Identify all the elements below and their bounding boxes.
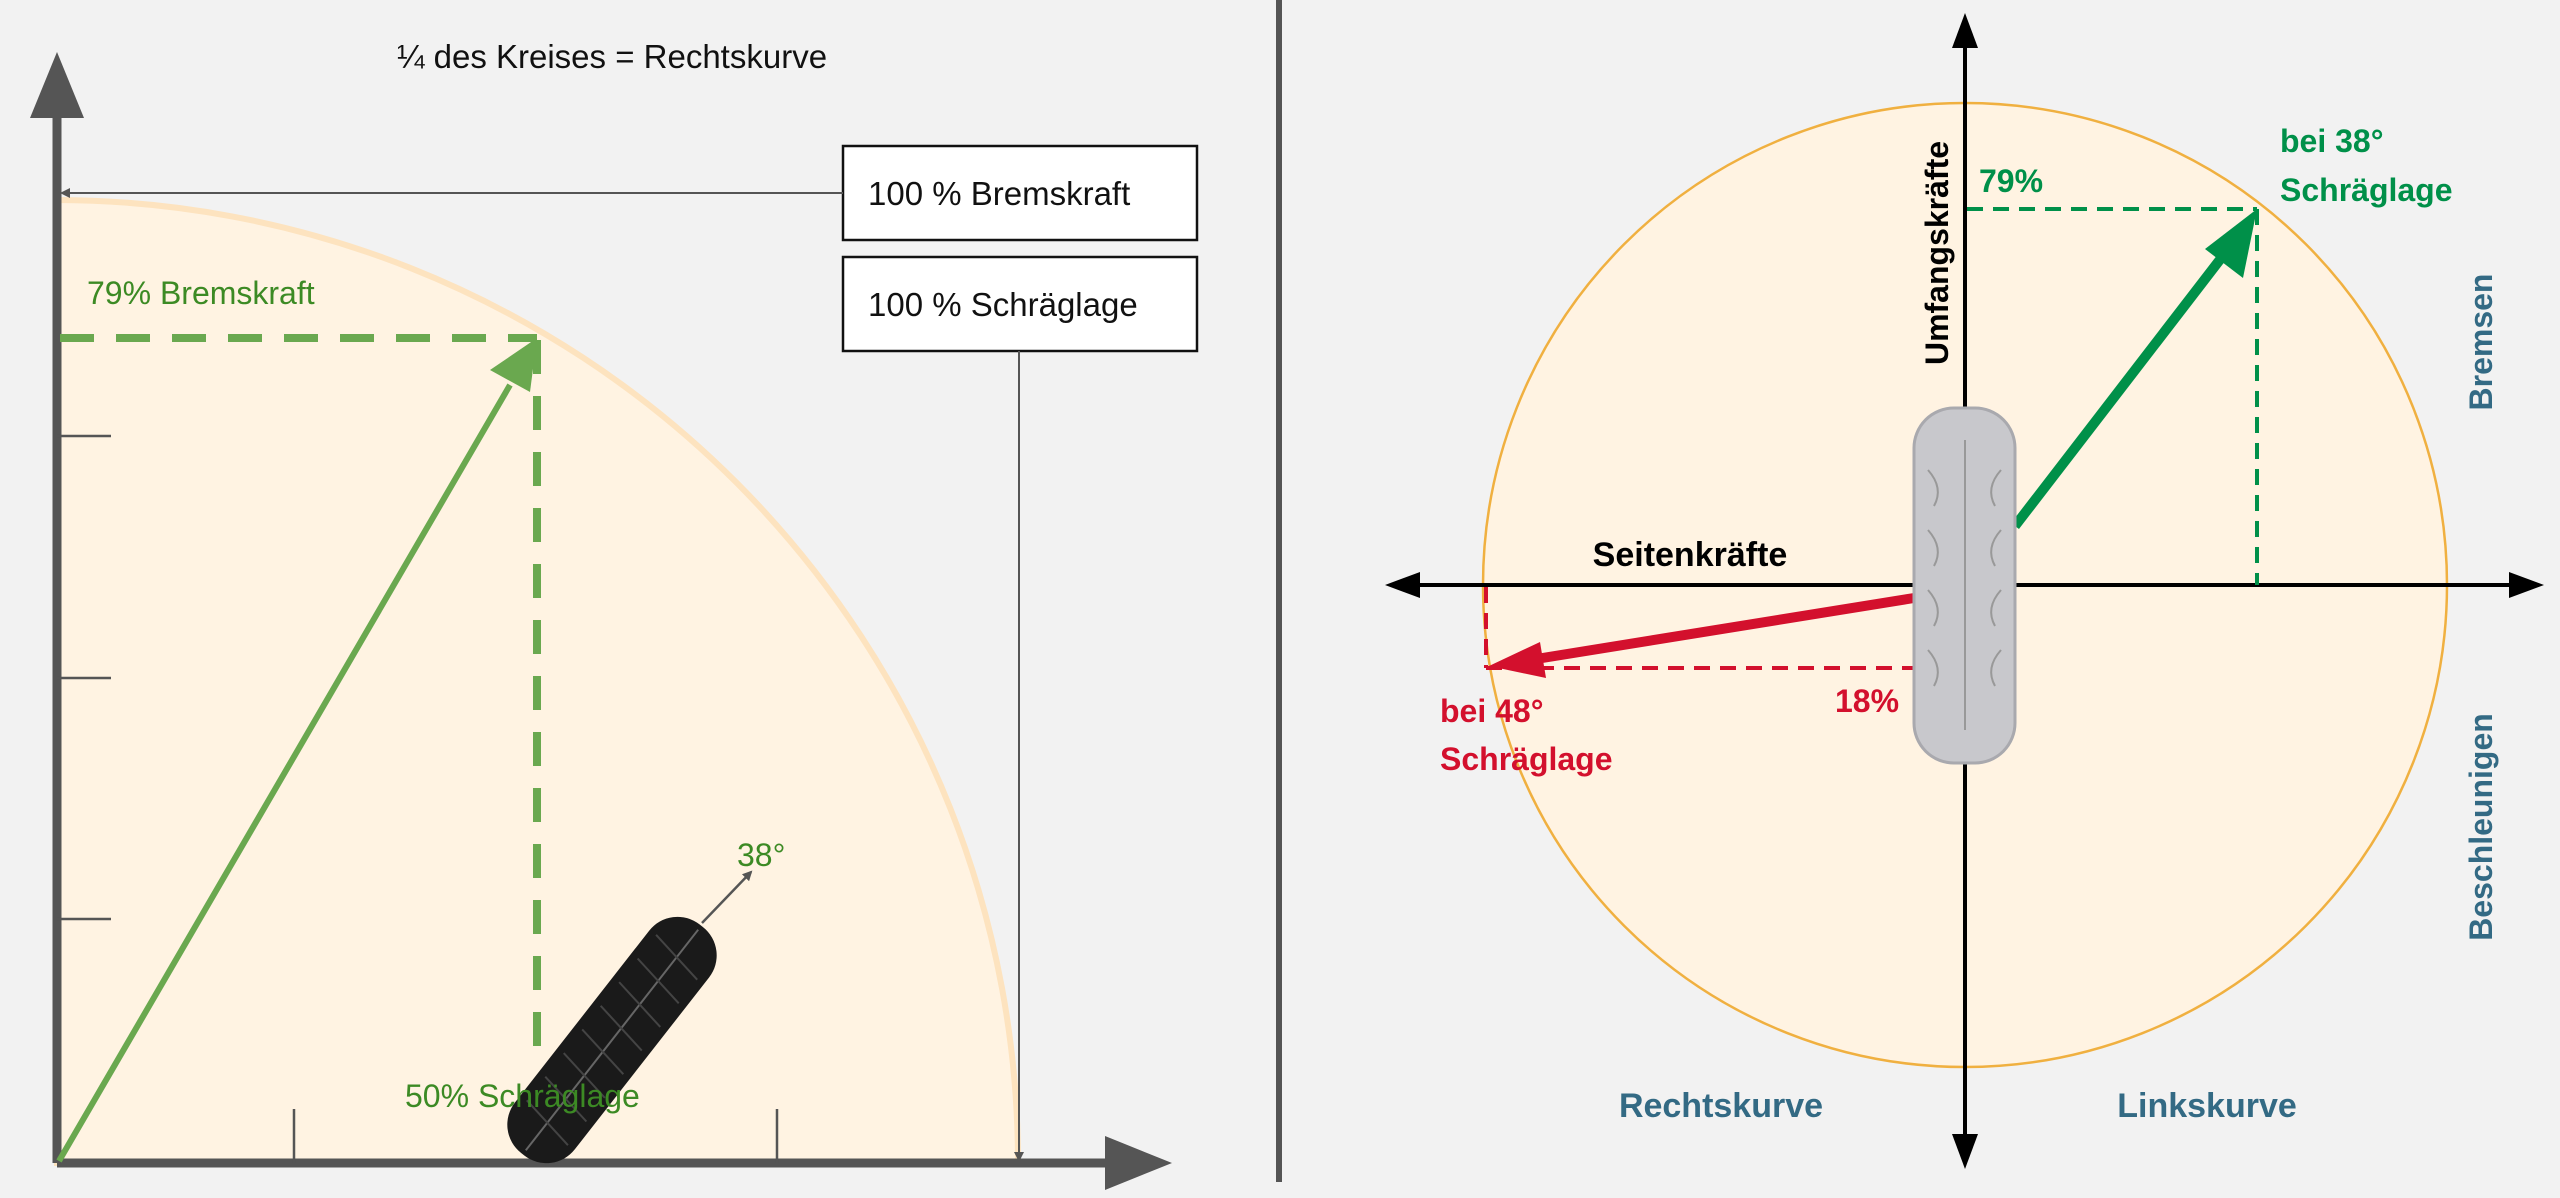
label-rechtskurve: Rechtskurve [1619, 1087, 1823, 1125]
green-note-line1: bei 38° [2280, 123, 2384, 159]
box-lean [841, 255, 1199, 353]
label-bremsen: Bremsen [2463, 274, 2499, 411]
green-note-line2: Schräglage [2280, 172, 2453, 208]
red-note-line1: bei 48° [1440, 693, 1544, 729]
horizontal-axis-left-arrow-icon [1385, 572, 1420, 598]
green-vector [56, 383, 513, 1163]
tire-angle-arrow [701, 870, 753, 924]
green-value-label: 79% [1979, 163, 2043, 199]
tire-top-view-icon [1912, 406, 2017, 765]
y-axis-arrow-icon [30, 52, 84, 118]
tire-icon [507, 916, 717, 1164]
left-panel: ¼ des Kreises = Rechtskurve 100 % Bremsk… [30, 38, 1199, 1190]
label-linkskurve: Linkskurve [2117, 1087, 2297, 1125]
green-arrowhead-right-icon [2205, 209, 2257, 278]
red-note-line2: Schräglage [1440, 741, 1613, 777]
horizontal-axis-right-arrow-icon [2509, 572, 2544, 598]
red-vector [1529, 593, 1915, 665]
axis-label-seitenkraefte: Seitenkräfte [1593, 536, 1788, 574]
label-79-brake: 79% Bremskraft [87, 275, 315, 311]
label-38-degree: 38° [737, 837, 785, 873]
green-vector-arrowhead-icon [490, 338, 537, 392]
box-brake-label: 100 % Bremskraft [868, 175, 1130, 212]
axis-ticks [57, 434, 779, 1163]
box-lean-label: 100 % Schräglage [868, 286, 1138, 323]
red-arrowhead-icon [1489, 642, 1546, 678]
x-axis-arrow-icon [1105, 1136, 1172, 1190]
vertical-axis-bottom-arrow-icon [1952, 1134, 1978, 1169]
vertical-axis-top-arrow-icon [1952, 13, 1978, 48]
red-value-label: 18% [1835, 683, 1899, 719]
label-beschleunigen: Beschleunigen [2463, 713, 2499, 941]
axis-label-umfangskraefte: Umfangskräfte [1919, 141, 1955, 365]
label-50-lean: 50% Schräglage [405, 1078, 640, 1114]
left-title: ¼ des Kreises = Rechtskurve [397, 38, 827, 75]
right-panel: Umfangskräfte Seitenkräfte 79% bei 38° S… [1385, 13, 2544, 1169]
green-vector-right [2011, 240, 2236, 530]
